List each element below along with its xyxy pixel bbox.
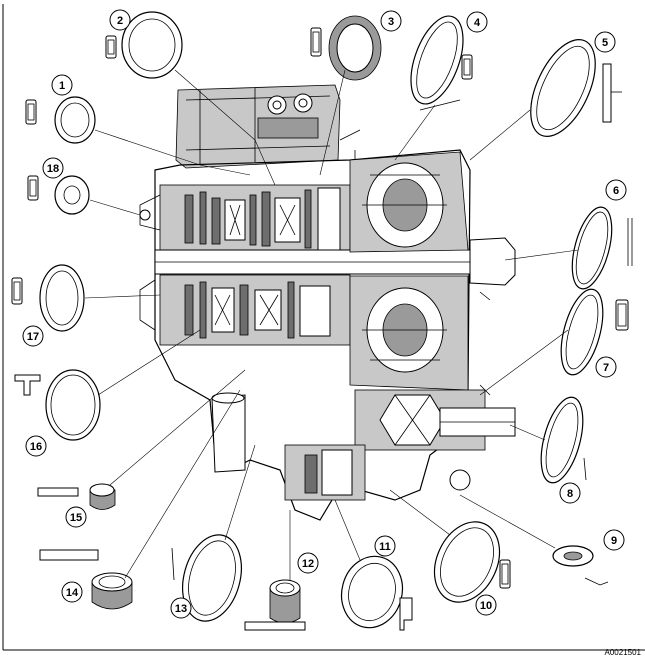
svg-text:9: 9: [611, 535, 617, 547]
part-16-snap-ring: [14, 369, 101, 441]
svg-text:15: 15: [70, 512, 82, 524]
svg-text:2: 2: [117, 15, 123, 27]
part-11-bearing-cup: [340, 555, 413, 631]
part-7-washer: [560, 288, 629, 376]
callout-18: 18: [42, 157, 64, 179]
svg-text:6: 6: [613, 185, 619, 197]
part-9-washer: [552, 545, 609, 586]
part-3-bearing: [310, 15, 382, 81]
callout-15: 15: [65, 506, 87, 528]
part-5-washer: [530, 39, 622, 137]
part-6-washer: [571, 206, 633, 290]
svg-text:18: 18: [47, 163, 59, 175]
part-4-washer: [410, 15, 473, 105]
svg-text:13: 13: [175, 603, 187, 615]
svg-text:5: 5: [602, 37, 608, 49]
callout-9: 9: [603, 529, 625, 551]
svg-text:14: 14: [66, 587, 79, 599]
part-2-washer: [105, 11, 183, 79]
svg-text:10: 10: [480, 600, 492, 612]
part-1-seal: [25, 96, 96, 144]
part-17-seal: [11, 264, 85, 332]
svg-text:1: 1: [59, 80, 65, 92]
part-15-bearing: [37, 483, 116, 510]
svg-text:8: 8: [567, 488, 573, 500]
callout-6: 6: [605, 179, 627, 201]
part-12-bearing: [244, 579, 306, 631]
callout-14: 14: [61, 581, 83, 603]
part-18-washer: [27, 175, 90, 215]
svg-text:17: 17: [27, 331, 39, 343]
callout-8: 8: [559, 482, 581, 504]
svg-text:3: 3: [388, 16, 394, 28]
callout-2: 2: [109, 9, 131, 31]
svg-text:16: 16: [30, 441, 42, 453]
callout-17: 17: [22, 325, 44, 347]
callout-1: 1: [51, 74, 73, 96]
callout-5: 5: [594, 31, 616, 53]
part-14-bearing: [39, 549, 133, 610]
callout-11: 11: [374, 535, 396, 557]
transaxle-assembly: [139, 84, 516, 521]
callout-3: 3: [380, 10, 402, 32]
callout-13: 13: [170, 597, 192, 619]
callout-7: 7: [595, 356, 617, 378]
part-10-washer: [433, 521, 511, 603]
svg-text:4: 4: [474, 17, 481, 29]
callout-12: 12: [297, 552, 319, 574]
leader-lines: [84, 69, 579, 580]
part-13-washer: [171, 534, 242, 622]
part-8-washer: [540, 396, 587, 484]
callout-16: 16: [25, 435, 47, 457]
svg-text:7: 7: [603, 362, 609, 374]
svg-text:11: 11: [379, 541, 391, 553]
callout-10: 10: [475, 594, 497, 616]
callouts: 1 2 3 4 5 6 7 8 9 10 11 12 13 14 15 16 1…: [22, 9, 627, 619]
figure-id: A0021501: [604, 648, 641, 657]
svg-text:12: 12: [302, 558, 314, 570]
callout-4: 4: [466, 11, 488, 33]
